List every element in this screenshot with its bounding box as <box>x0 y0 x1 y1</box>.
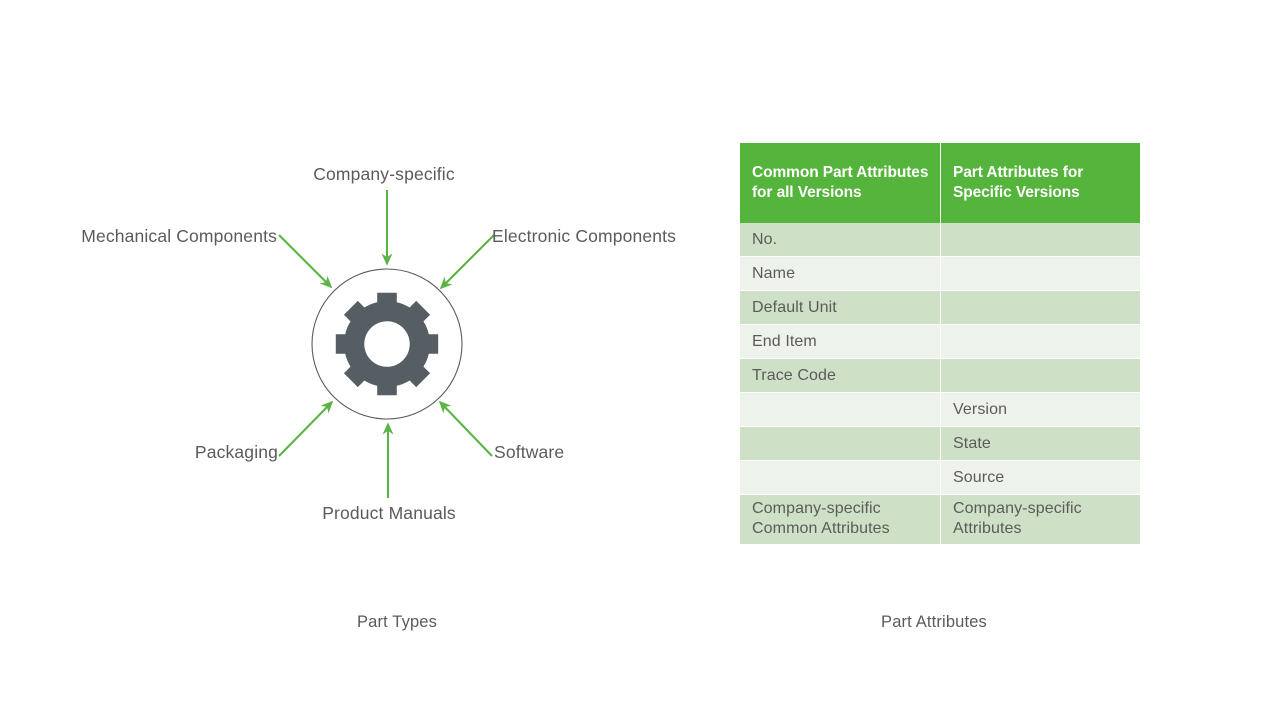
gear-icon <box>335 292 439 396</box>
cell-gap <box>940 427 941 461</box>
cell-gap <box>940 359 941 393</box>
header-common-part-attributes: Common Part Attributes for all Versions <box>740 143 940 223</box>
part-attributes-table: Common Part Attributes for all Versions … <box>740 143 1140 544</box>
arrow-mechanical-components <box>278 234 333 289</box>
table-row: Company-specific Common Attributes Compa… <box>740 495 1140 544</box>
node-label-electronic-components: Electronic Components <box>492 226 677 246</box>
table-header-row: Common Part Attributes for all Versions … <box>740 143 1140 223</box>
cell-gap <box>940 291 941 325</box>
cell-common-default-unit: Default Unit <box>740 291 940 325</box>
arrow-electronic-components <box>439 234 495 290</box>
arrow-packaging <box>278 400 334 457</box>
radial-arrows-svg <box>278 190 495 498</box>
table-row: Name <box>740 257 1140 291</box>
table-row: State <box>740 427 1140 461</box>
cell-text-line1: Company-specific <box>953 500 1082 517</box>
cell-common-name: Name <box>740 257 940 291</box>
cell-specific-state: State <box>941 427 1140 461</box>
cell-common-trace-code: Trace Code <box>740 359 940 393</box>
caption-part-attributes: Part Attributes <box>881 613 987 631</box>
cell-text-line1: Company-specific <box>752 500 881 517</box>
table-row: Trace Code <box>740 359 1140 393</box>
node-label-company-specific: Company-specific <box>313 164 455 184</box>
table-row: Default Unit <box>740 291 1140 325</box>
cell-common-no: No. <box>740 223 940 257</box>
cell-specific-source: Source <box>941 461 1140 495</box>
header-specific-version-attributes: Part Attributes for Specific Versions <box>941 143 1140 223</box>
cell-gap <box>940 257 941 291</box>
header-column-gap <box>940 143 941 223</box>
cell-specific-empty-4 <box>941 325 1140 359</box>
cell-gap <box>940 495 941 544</box>
table-row: Source <box>740 461 1140 495</box>
part-types-diagram: Company-specific Mechanical Components E… <box>81 164 677 523</box>
cell-gap <box>940 461 941 495</box>
cell-text-line2: Attributes <box>953 520 1022 538</box>
node-label-packaging: Packaging <box>194 442 278 462</box>
cell-common-end-item: End Item <box>740 325 940 359</box>
table-header: Common Part Attributes for all Versions … <box>740 143 1140 223</box>
node-label-product-manuals: Product Manuals <box>322 503 456 523</box>
table-body: No. Name Default Unit End Item Trace <box>740 223 1140 544</box>
cell-specific-empty-1 <box>941 223 1140 257</box>
cell-common-empty-6 <box>740 393 940 427</box>
center-circle <box>311 268 463 420</box>
cell-specific-version: Version <box>941 393 1140 427</box>
node-label-software: Software <box>494 442 565 462</box>
node-label-mechanical-components: Mechanical Components <box>81 226 277 246</box>
cell-common-empty-7 <box>740 427 940 461</box>
arrow-software <box>438 400 493 457</box>
cell-gap <box>940 223 941 257</box>
table-row: Version <box>740 393 1140 427</box>
caption-part-types: Part Types <box>356 613 438 631</box>
cell-common-company-specific-common-attributes: Company-specific Common Attributes <box>740 495 940 544</box>
table-row: No. <box>740 223 1140 257</box>
cell-specific-empty-2 <box>941 257 1140 291</box>
cell-specific-company-specific-attributes: Company-specific Attributes <box>941 495 1140 544</box>
cell-text-line2: Common Attributes <box>752 520 890 538</box>
cell-gap <box>940 393 941 427</box>
cell-common-empty-8 <box>740 461 940 495</box>
cell-gap <box>940 325 941 359</box>
cell-specific-empty-3 <box>941 291 1140 325</box>
table-row: End Item <box>740 325 1140 359</box>
cell-specific-empty-5 <box>941 359 1140 393</box>
